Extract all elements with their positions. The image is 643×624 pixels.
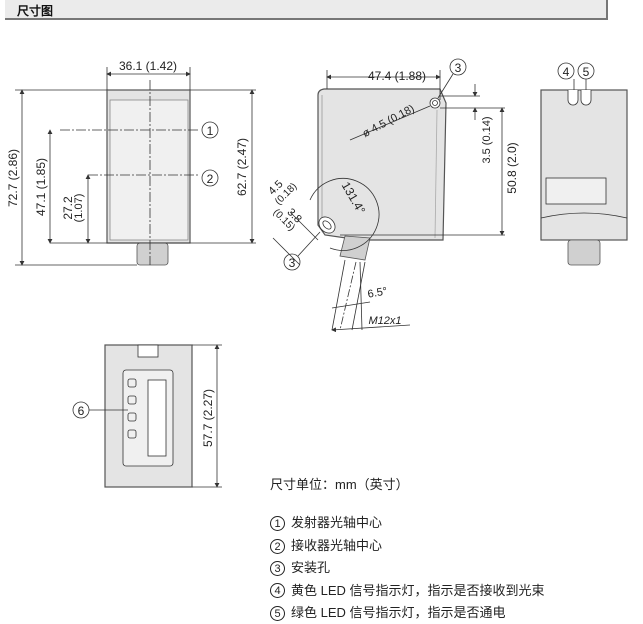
legend-number: 1 [270, 516, 285, 532]
callout-1: 1 [207, 124, 214, 138]
side-view: 47.4 (1.88) ø 4.5 (0.18) 3.5 (0.14) 50.8… [266, 58, 519, 333]
legend-item: 1 发射器光轴中心 [270, 512, 545, 534]
callout-2: 2 [207, 172, 214, 186]
legend-number: 2 [270, 538, 285, 554]
front-width-label: 36.1 (1.42) [119, 59, 177, 73]
side-offset-label: 3.5 (0.14) [481, 116, 493, 163]
front-view: 36.1 (1.42) 72.7 (2.86) 47.1 (1.85) 27.2… [6, 59, 256, 266]
front-emitter-label: 47.1 (1.85) [34, 158, 48, 216]
legend-number: 4 [270, 583, 285, 599]
callout-6: 6 [78, 404, 85, 418]
unit-note: 尺寸单位：mm（英寸） [270, 477, 409, 492]
section-title: 尺寸图 [17, 4, 54, 18]
thread-label: M12x1 [368, 315, 401, 327]
legend-text: 发射器光轴中心 [291, 515, 383, 531]
front-receiver-in-label: (1.07) [73, 194, 85, 223]
legend: 尺寸单位：mm（英寸） 1 发射器光轴中心 2 接收器光轴中心 3 安装孔 4 黄色 L… [270, 474, 545, 624]
front-receiver-mm-label: 27.2 [61, 196, 75, 220]
legend-number: 3 [270, 560, 285, 576]
back-view: 4 5 [540, 62, 628, 266]
top-height-label: 57.7 (2.27) [201, 389, 215, 447]
callout-5: 5 [583, 65, 590, 79]
callout-4: 4 [563, 65, 570, 79]
legend-text: 安装孔 [291, 560, 331, 576]
front-total-height-label: 72.7 (2.86) [6, 149, 20, 207]
section-header: 尺寸图 [5, 0, 608, 20]
callout-3-top: 3 [455, 61, 462, 75]
side-width-label: 47.4 (1.88) [368, 69, 426, 83]
legend-item: 2 接收器光轴中心 [270, 535, 545, 557]
legend-item: 3 安装孔 [270, 557, 545, 579]
legend-text: 接收器光轴中心 [291, 537, 383, 553]
connector-angle-label: 6.5° [367, 285, 388, 300]
legend-number: 5 [270, 605, 285, 621]
side-height-label: 50.8 (2.0) [505, 142, 519, 193]
legend-text: 黄色 LED 信号指示灯，指示是否接收到光束 [291, 582, 545, 598]
callout-3-bottom: 3 [289, 256, 296, 270]
legend-item: 4 黄色 LED 信号指示灯，指示是否接收到光束 [270, 580, 545, 602]
legend-item: 5 绿色 LED 信号指示灯，指示是否通电 [270, 602, 545, 624]
front-body-height-label: 62.7 (2.47) [235, 138, 249, 196]
legend-text: 绿色 LED 信号指示灯，指示是否通电 [291, 605, 506, 621]
top-view: 57.7 (2.27) 6 [72, 344, 222, 488]
